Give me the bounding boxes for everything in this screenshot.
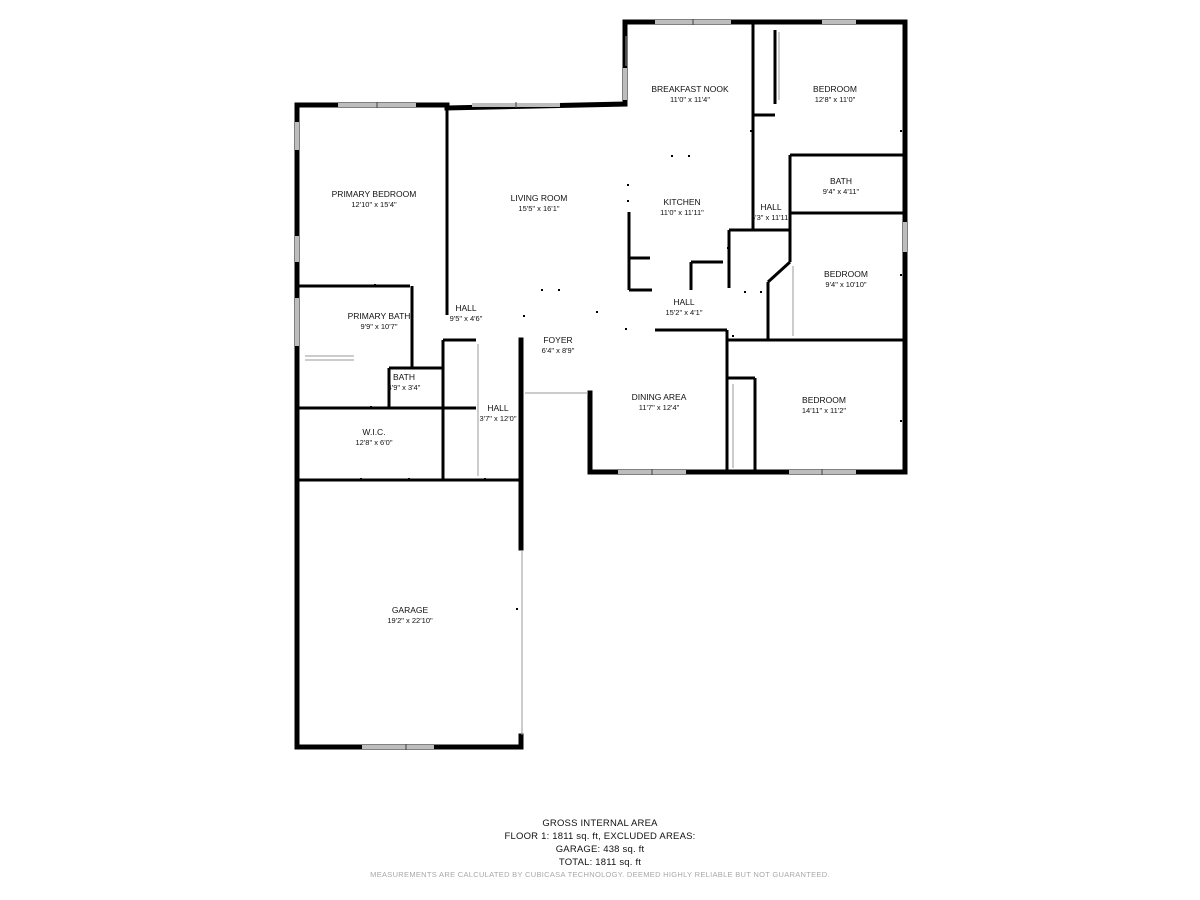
room-dimensions: 6'4" x 8'9" <box>542 346 575 355</box>
room-label: DINING AREA <box>632 392 687 402</box>
room-dimensions: 14'11" x 11'2" <box>802 406 847 415</box>
room-label: BEDROOM <box>824 269 868 279</box>
room-dimensions: 9'5" x 4'6" <box>450 314 483 323</box>
room-dimensions: 12'8" x 6'0" <box>356 438 393 447</box>
measurement-disclaimer: MEASUREMENTS ARE CALCULATED BY CUBICASA … <box>370 870 830 879</box>
room-label: FOYER <box>543 335 572 345</box>
room-label: PRIMARY BATH <box>348 311 411 321</box>
door-markers <box>360 130 902 610</box>
room-label: HALL <box>673 297 695 307</box>
room-dimensions: 11'7" x 12'4" <box>639 403 680 412</box>
room-dimensions: 11'0" x 11'11" <box>660 208 704 217</box>
room-label: KITCHEN <box>663 197 700 207</box>
room-label: BREAKFAST NOOK <box>651 84 729 94</box>
room-label: HALL <box>487 403 509 413</box>
room-label: PRIMARY BEDROOM <box>332 189 417 199</box>
window-mullions <box>376 19 823 750</box>
room-label: LIVING ROOM <box>511 193 568 203</box>
room-dimensions: 3'7" x 12'0" <box>480 414 517 423</box>
room-label: HALL <box>455 303 477 313</box>
gross-internal-area-heading: GROSS INTERNAL AREA <box>542 818 658 829</box>
room-dimensions: 5'3" x 11'11" <box>751 213 791 222</box>
floor-area-line: FLOOR 1: 1811 sq. ft, EXCLUDED AREAS: <box>504 831 696 842</box>
room-dimensions: 9'9" x 10'7" <box>361 322 398 331</box>
room-dimensions: 15'2" x 4'1" <box>666 308 703 317</box>
room-dimensions: 19'2" x 22'10" <box>387 616 433 625</box>
room-dimensions: 15'5" x 16'1" <box>518 204 559 213</box>
room-label: GARAGE <box>392 605 429 615</box>
room-dimensions: 4'9" x 3'4" <box>388 383 421 392</box>
room-label: BATH <box>830 176 852 186</box>
room-label: HALL <box>760 202 782 212</box>
room-labels: BREAKFAST NOOK 11'0" x 11'4" BEDROOM 12'… <box>332 84 868 625</box>
room-dimensions: 11'0" x 11'4" <box>670 95 710 104</box>
room-dimensions: 9'4" x 4'11" <box>823 187 860 196</box>
room-dimensions: 12'8" x 11'0" <box>815 95 856 104</box>
interior-walls <box>297 22 905 482</box>
room-label: BATH <box>393 372 415 382</box>
room-dimensions: 12'10" x 15'4" <box>351 200 397 209</box>
thin-partitions <box>305 32 794 735</box>
room-label: BEDROOM <box>802 395 846 405</box>
room-label: BEDROOM <box>813 84 857 94</box>
total-area-line: TOTAL: 1811 sq. ft <box>558 857 642 868</box>
room-label: W.I.C. <box>362 427 385 437</box>
garage-area-line: GARAGE: 438 sq. ft <box>555 844 645 855</box>
room-dimensions: 9'4" x 10'10" <box>825 280 866 289</box>
